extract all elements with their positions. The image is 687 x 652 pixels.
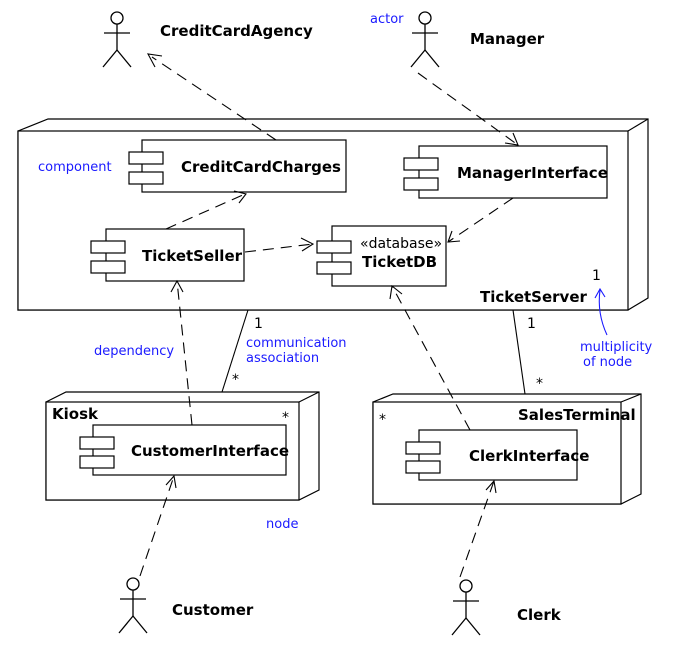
kiosk-node-multiplicity: *: [282, 410, 289, 426]
credit-card-agency-label: CreditCardAgency: [160, 22, 313, 40]
ticket-server-label: TicketServer: [480, 288, 588, 306]
dependency-creditcardcharges-to-agency: [146, 53, 277, 141]
dependency-ticketseller-to-creditcardcharges: [165, 190, 247, 230]
multiplicity-annotation-line1: multiplicity: [580, 340, 653, 355]
actor-annotation: actor: [370, 12, 404, 27]
dependency-annotation: dependency: [94, 344, 174, 359]
ticket-db-label: TicketDB: [362, 253, 437, 271]
manager-label: Manager: [470, 30, 545, 48]
ticket-seller-label: TicketSeller: [142, 247, 243, 265]
clerk-interface-component: [405, 429, 578, 481]
server-node-multiplicity: 1: [592, 268, 601, 284]
dependency-managerinterface-to-ticketdb: [447, 197, 514, 243]
terminal-node-multiplicity: *: [379, 412, 386, 428]
communication-annotation-line2: association: [246, 351, 319, 366]
clerk-label: Clerk: [517, 606, 562, 624]
dependency-ticketseller-to-ticketdb: [244, 237, 315, 253]
customer-interface-label: CustomerInterface: [131, 442, 289, 460]
manager-actor: [410, 11, 440, 68]
clerk-actor: [451, 579, 481, 636]
dependency-customerinterface-to-ticketseller: [170, 279, 193, 426]
dependency-manager-to-managerinterface: [417, 72, 519, 146]
manager-interface-label: ManagerInterface: [457, 164, 608, 182]
server-terminal-association: [512, 309, 526, 395]
credit-card-charges-component: [128, 139, 347, 193]
customer-actor: [118, 577, 148, 634]
sales-terminal-label: SalesTerminal: [518, 406, 636, 424]
customer-interface-component: [79, 424, 287, 476]
kiosk-label: Kiosk: [52, 405, 99, 423]
server-kiosk-kiosk-multiplicity: *: [232, 372, 239, 388]
dependency-customer-to-customerinterface: [139, 474, 177, 577]
ticket-seller-component: [90, 228, 245, 282]
dependency-clerkinterface-to-ticketdb: [389, 284, 471, 431]
server-kiosk-association: [221, 309, 249, 393]
ticket-db-stereotype: «database»: [360, 236, 442, 252]
clerk-interface-label: ClerkInterface: [469, 447, 589, 465]
dependency-clerk-to-clerkinterface: [459, 479, 497, 578]
node-annotation: node: [266, 517, 298, 532]
server-terminal-terminal-multiplicity: *: [536, 376, 543, 392]
communication-annotation-line1: communication: [246, 336, 347, 351]
credit-card-charges-label: CreditCardCharges: [181, 158, 341, 176]
server-terminal-server-multiplicity: 1: [527, 316, 536, 332]
customer-label: Customer: [172, 601, 254, 619]
server-kiosk-server-multiplicity: 1: [254, 316, 263, 332]
credit-card-agency-actor: [102, 11, 132, 68]
multiplicity-annotation-line2: of node: [583, 355, 632, 370]
multiplicity-annotation-arrow: [594, 287, 608, 336]
ticket-db-component: [316, 225, 447, 287]
component-annotation: component: [38, 160, 112, 175]
